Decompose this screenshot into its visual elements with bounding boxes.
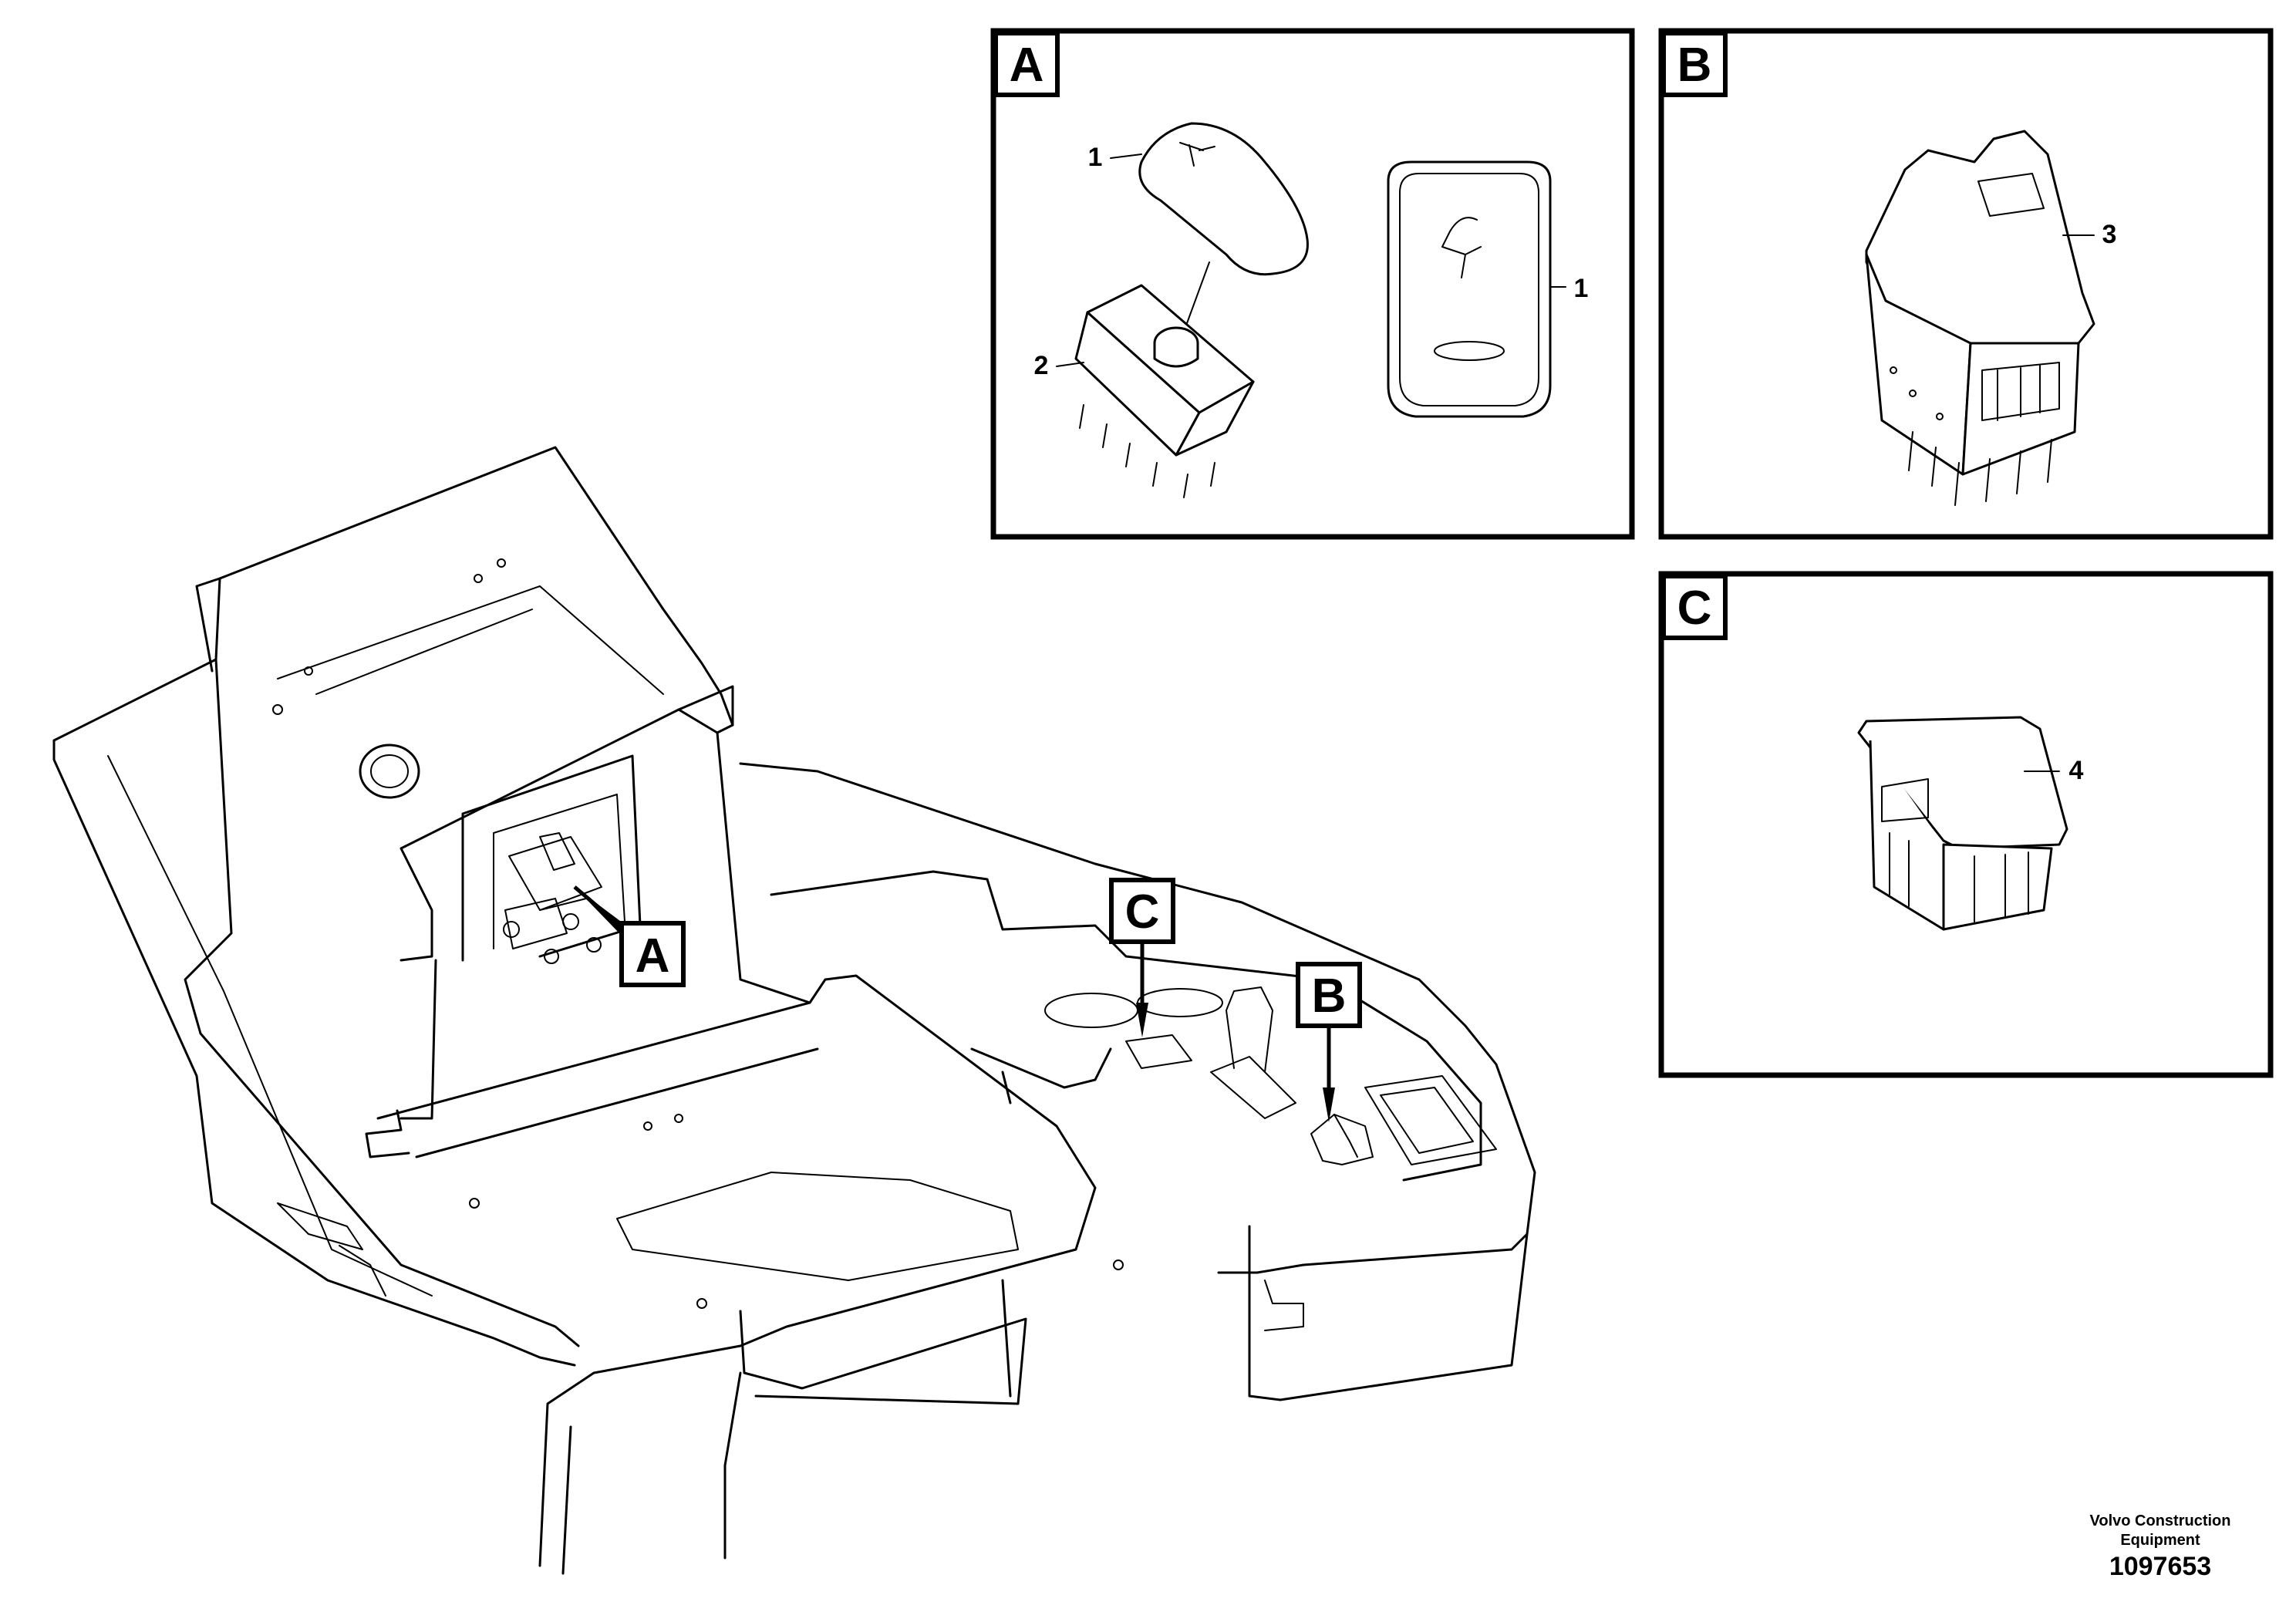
pointer-b-label: B bbox=[1312, 969, 1347, 1023]
pointer-a-label: A bbox=[636, 929, 670, 983]
panel-c-tag bbox=[1661, 574, 1728, 640]
panel-a-label: A bbox=[1010, 39, 1044, 92]
company-line-1: Volvo Construction bbox=[2089, 1512, 2231, 1529]
detail-panel-c: C 4 bbox=[1658, 571, 2274, 1078]
part-number-2-body: 2 bbox=[1034, 351, 1049, 380]
detail-panel-b: B 3 bbox=[1658, 28, 2274, 540]
part-number-1-front: 1 bbox=[1574, 274, 1589, 303]
panel-b-label: B bbox=[1677, 39, 1712, 92]
part-number-4: 4 bbox=[2069, 756, 2084, 785]
part-number-1-cap: 1 bbox=[1088, 143, 1103, 172]
panel-a-tag bbox=[993, 31, 1060, 97]
panel-c-label: C bbox=[1677, 582, 1712, 635]
cab-console-drawing bbox=[52, 446, 1536, 1575]
rocker-front-view bbox=[1387, 160, 1552, 418]
pointer-c: C bbox=[1109, 878, 1175, 1037]
company-name: Volvo Construction Equipment bbox=[2075, 1512, 2245, 1550]
drawing-number: 1097653 bbox=[2109, 1552, 2212, 1581]
panel-b-tag bbox=[1661, 31, 1728, 97]
company-line-2: Equipment bbox=[2120, 1532, 2200, 1549]
pointer-b-box bbox=[1296, 962, 1362, 1028]
switch-c-cover bbox=[1857, 716, 2068, 850]
detail-panel-a: A 1 2 1 bbox=[990, 28, 1635, 540]
pointer-a-box bbox=[619, 921, 686, 987]
rocker-cap bbox=[1138, 122, 1309, 276]
pointer-a: A bbox=[573, 885, 686, 987]
part-number-3: 3 bbox=[2102, 220, 2117, 249]
pointer-c-label: C bbox=[1125, 885, 1160, 939]
pointer-b: B bbox=[1296, 962, 1362, 1122]
